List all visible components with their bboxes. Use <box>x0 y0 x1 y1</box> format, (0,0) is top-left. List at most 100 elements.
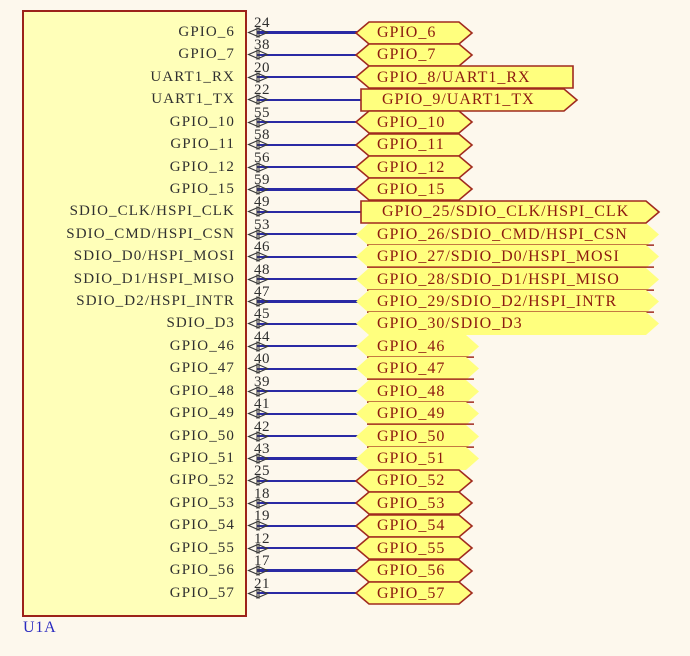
bidirectional-pin-icon[interactable] <box>246 453 269 464</box>
bidirectional-pin-icon[interactable] <box>246 206 269 218</box>
port[interactable]: GPIO_27/SDIO_D0/HSPI_MOSI <box>356 245 659 269</box>
bidirectional-pin-icon[interactable] <box>246 363 269 375</box>
port[interactable]: GPIO_55 <box>354 536 474 560</box>
pin-number: 25 <box>254 463 270 480</box>
bidirectional-pin-icon[interactable] <box>246 520 269 532</box>
bidirectional-pin-icon[interactable] <box>246 184 269 195</box>
bidirectional-pin-icon[interactable] <box>246 139 269 150</box>
port-shape <box>360 87 579 112</box>
left-triangle <box>246 363 260 375</box>
left-triangle <box>246 206 260 218</box>
port[interactable]: GPIO_11 <box>354 132 474 157</box>
port[interactable]: GPIO_8/UART1_RX <box>354 65 574 90</box>
bidirectional-pin-icon[interactable] <box>246 385 269 397</box>
port[interactable]: GPIO_28/SDIO_D1/HSPI_MISO <box>356 267 659 291</box>
wire[interactable] <box>257 98 363 101</box>
right-triangle <box>255 94 269 106</box>
port[interactable]: GPIO_25/SDIO_CLK/HSPI_CLK <box>360 200 661 224</box>
bidirectional-pin-icon[interactable] <box>246 251 269 263</box>
port[interactable]: GPIO_30/SDIO_D3 <box>356 312 659 336</box>
bidirectional-pin-icon[interactable] <box>246 587 269 599</box>
bidirectional-pin-icon[interactable] <box>246 408 269 419</box>
bidirectional-pin-icon[interactable] <box>246 318 269 330</box>
bidirectional-pin-icon[interactable] <box>246 341 269 352</box>
wire[interactable] <box>257 210 363 213</box>
port[interactable]: GPIO_7 <box>354 43 474 67</box>
left-triangle <box>246 565 260 576</box>
wire[interactable] <box>257 345 363 348</box>
wire[interactable] <box>257 121 363 124</box>
port[interactable]: GPIO_53 <box>354 491 474 516</box>
pin-number: 47 <box>254 284 270 301</box>
wire[interactable] <box>257 76 363 79</box>
port[interactable]: GPIO_56 <box>354 558 474 583</box>
wire[interactable] <box>257 188 363 191</box>
bidirectional-pin-icon[interactable] <box>246 296 269 307</box>
bidirectional-pin-icon[interactable] <box>246 542 269 554</box>
wire[interactable] <box>257 165 363 169</box>
wire[interactable] <box>257 412 363 415</box>
port[interactable]: GPIO_49 <box>356 402 479 426</box>
port[interactable]: GPIO_26/SDIO_CMD/HSPI_CSN <box>356 222 659 246</box>
component-body-u1a[interactable] <box>22 10 247 617</box>
port[interactable]: GPIO_15 <box>354 177 474 202</box>
bidirectional-pin-icon[interactable] <box>246 475 269 487</box>
wire[interactable] <box>257 502 363 505</box>
bidirectional-pin-icon[interactable] <box>246 228 269 240</box>
bidirectional-pin-icon[interactable] <box>246 71 269 83</box>
pin-name: GPIO_50 <box>169 427 235 444</box>
wire[interactable] <box>257 524 363 527</box>
port[interactable]: GPIO_9/UART1_TX <box>360 87 579 112</box>
wire[interactable] <box>257 367 363 370</box>
wire[interactable] <box>257 390 363 393</box>
right-triangle <box>255 385 269 397</box>
port-outline <box>356 446 479 470</box>
right-triangle <box>255 49 269 61</box>
right-triangle <box>255 453 269 464</box>
port[interactable]: GPIO_12 <box>354 155 474 179</box>
wire[interactable] <box>257 278 363 281</box>
bidirectional-pin-icon[interactable] <box>246 273 269 285</box>
port[interactable]: GPIO_57 <box>354 581 474 605</box>
port-label: GPIO_7 <box>377 46 437 64</box>
port[interactable]: GPIO_50 <box>356 424 479 448</box>
port[interactable]: GPIO_29/SDIO_D2/HSPI_INTR <box>356 290 659 314</box>
bidirectional-pin-icon[interactable] <box>246 497 269 509</box>
wire[interactable] <box>257 255 363 258</box>
wire[interactable] <box>257 479 363 482</box>
port[interactable]: GPIO_51 <box>356 446 479 470</box>
wire[interactable] <box>257 547 363 550</box>
wire[interactable] <box>257 53 363 56</box>
wire[interactable] <box>257 591 363 595</box>
wire[interactable] <box>257 300 363 303</box>
port-shape <box>360 200 661 224</box>
bidirectional-pin-icon[interactable] <box>246 430 269 442</box>
pin-name: GIPO_52 <box>169 472 235 489</box>
bidirectional-pin-icon[interactable] <box>246 94 269 106</box>
component-designator[interactable]: U1A <box>23 619 57 636</box>
wire[interactable] <box>257 434 363 438</box>
wire[interactable] <box>257 31 363 34</box>
wire[interactable] <box>257 143 363 146</box>
bidirectional-pin-icon[interactable] <box>246 27 269 38</box>
port[interactable]: GPIO_6 <box>354 20 474 45</box>
port[interactable]: GPIO_52 <box>354 469 474 493</box>
bidirectional-pin-icon[interactable] <box>246 116 269 128</box>
port-label: GPIO_10 <box>377 113 446 131</box>
wire[interactable] <box>257 322 363 326</box>
bidirectional-pin-icon[interactable] <box>246 161 269 173</box>
port[interactable]: GPIO_48 <box>356 379 479 403</box>
port-shape <box>356 402 479 426</box>
port[interactable]: GPIO_47 <box>356 357 479 381</box>
wire[interactable] <box>257 233 363 236</box>
port-label: GPIO_55 <box>377 539 446 557</box>
bidirectional-pin-icon[interactable] <box>246 565 269 576</box>
bidirectional-pin-icon[interactable] <box>246 49 269 61</box>
port-shape <box>356 446 479 470</box>
wire[interactable] <box>257 569 363 572</box>
right-triangle <box>255 296 269 307</box>
port[interactable]: GPIO_46 <box>356 334 479 358</box>
wire[interactable] <box>257 457 363 460</box>
port[interactable]: GPIO_10 <box>354 110 474 134</box>
port[interactable]: GPIO_54 <box>354 513 474 538</box>
